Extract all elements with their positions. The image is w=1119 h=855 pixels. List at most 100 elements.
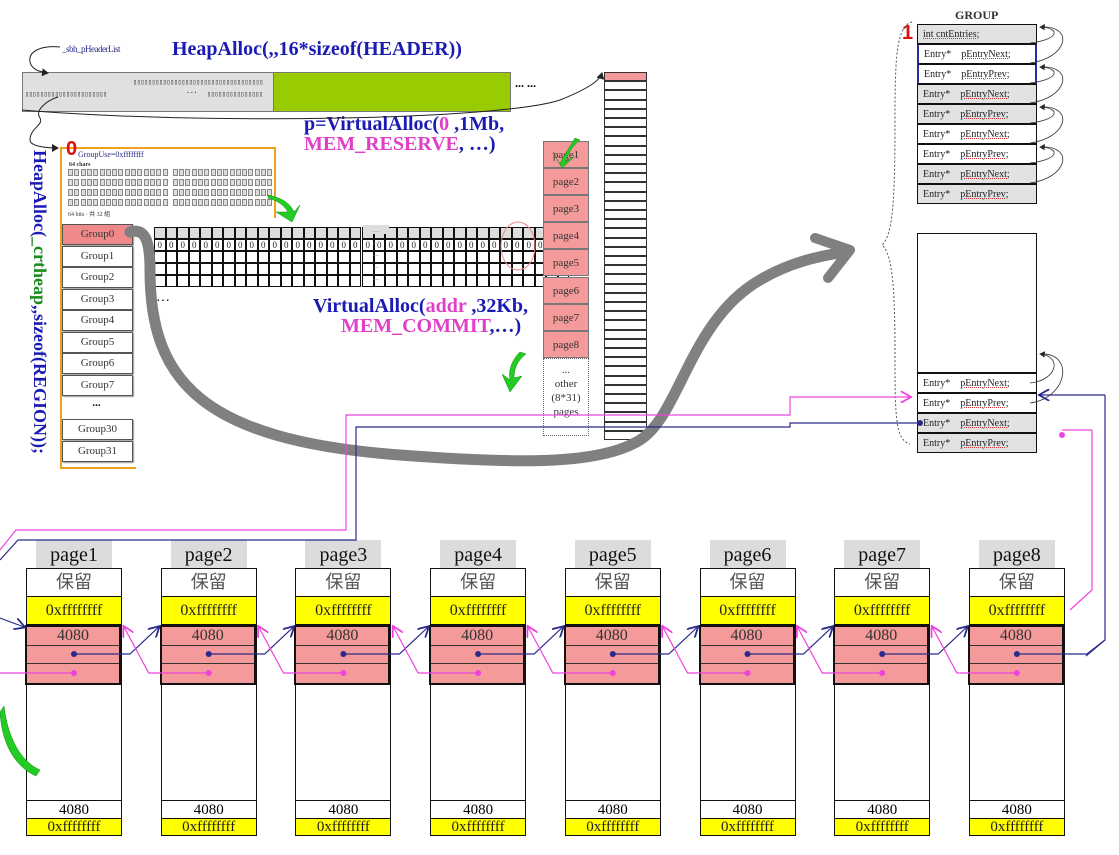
group-list-item[interactable]: Group2 <box>62 267 133 288</box>
region-bit-cell <box>99 199 105 206</box>
region-bit-cell <box>223 189 229 196</box>
bitmap-cell: 0 <box>338 239 350 251</box>
region-bit-cell <box>162 189 168 196</box>
bottom-page-label: page4 <box>440 540 517 568</box>
bitmap-cell <box>477 275 489 287</box>
region-bit-cell <box>261 169 266 176</box>
region-bit-cell <box>149 189 155 196</box>
bitmap-cell: 0 <box>477 239 489 251</box>
region-bit-cell <box>156 179 162 186</box>
region-bit-cell <box>248 169 254 176</box>
green-arrow-3 <box>501 351 527 393</box>
group-list-item[interactable]: Group5 <box>62 332 133 353</box>
region-bit-cell <box>156 189 162 196</box>
reserved-stack-cell <box>604 219 647 229</box>
region-bit-cell <box>118 179 124 186</box>
bitmap-cell <box>154 263 166 275</box>
region-bit-cell <box>185 189 191 196</box>
region-bit-cell <box>143 179 149 186</box>
bitmap-cell <box>338 227 350 239</box>
bitmap-cell <box>338 263 350 275</box>
page-column-cell: page2 <box>543 168 589 196</box>
region-bit-cell <box>137 169 143 176</box>
group-list-item[interactable]: Group3 <box>62 289 133 310</box>
bitmap-cell <box>500 275 512 287</box>
chars-label: 64 chars <box>69 162 91 168</box>
reserved-stack-cell <box>604 191 647 201</box>
page-foot-sentinel: 0xffffffff <box>968 818 1065 836</box>
reserved-stack-cell <box>604 283 647 293</box>
bitmap-cell: 0 <box>442 239 454 251</box>
bits-label: 64 bits · 共 32 組 <box>68 212 111 218</box>
region-bit-cell <box>80 179 86 186</box>
group-list-item[interactable]: Group31 <box>62 441 133 462</box>
page-foot-size: 4080 <box>430 800 527 818</box>
bitmap-cell <box>223 275 235 287</box>
reserved-stack-cell <box>604 164 647 174</box>
group-list-item[interactable]: Group1 <box>62 246 133 267</box>
page-entry-next <box>431 646 524 665</box>
region-bit-cell <box>172 199 178 206</box>
bitmap-cell <box>257 251 269 263</box>
group-struct-title: GROUP <box>955 8 999 22</box>
reserved-stack-cell <box>604 108 647 118</box>
group-list-item[interactable]: Group6 <box>62 353 133 374</box>
entry-name: pEntryNext; <box>960 418 1010 429</box>
region-bit-cell <box>68 169 73 176</box>
bitmap-cell <box>303 275 315 287</box>
region-bit-cell <box>235 169 241 176</box>
bitmap-ellipsis: ... <box>373 237 379 246</box>
region-bit-cell <box>210 169 216 176</box>
region-bit-cell <box>162 199 168 206</box>
bitmap-cell <box>246 251 258 263</box>
region-bit-cell <box>248 199 254 206</box>
region-bit-cell <box>131 179 136 186</box>
group-list-item[interactable]: Group30 <box>62 419 133 440</box>
region-bit-cell <box>149 169 155 176</box>
page-foot-sentinel: 0xffffffff <box>160 818 257 836</box>
region-bit-cell <box>198 189 203 196</box>
region-bit-cell <box>229 169 235 176</box>
bitmap-cell <box>200 227 212 239</box>
region-bit-cell <box>86 189 92 196</box>
region-bit-cell <box>185 199 191 206</box>
bitmap-cell <box>419 251 431 263</box>
page-entry-prev <box>701 664 793 683</box>
header-array-used: ▯▯▯▯▯▯▯▯▯▯▯▯▯▯▯▯▯▯▯▯▯▯▯▯▯▯▯▯▯▯▯▯▯▯▯ ▯▯▯▯… <box>22 72 274 112</box>
group-list-item[interactable]: Group4 <box>62 310 133 331</box>
group-entry-field: Entry*pEntryNext; <box>917 84 1037 104</box>
region-bit-cell <box>185 179 191 186</box>
bitmap-cell <box>488 227 500 239</box>
bottom-page-label: page6 <box>709 540 786 568</box>
bitmap-cell <box>246 227 258 239</box>
group-entry-field: Entry*pEntryPrev; <box>917 184 1037 204</box>
other-pages-line: ... <box>561 364 571 376</box>
bitmap-cell <box>442 227 454 239</box>
group-entry-field: Entry*pEntryNext; <box>917 44 1037 64</box>
header-bits-ellipsis: ... <box>186 88 198 96</box>
bitmap-ellipsis: ... <box>373 249 379 258</box>
region-bit-cell <box>229 179 235 186</box>
region-bit-cell <box>235 179 241 186</box>
group-list-item[interactable]: Group7 <box>62 375 133 396</box>
region-bit-cell <box>143 189 149 196</box>
bottom-page-label: page1 <box>36 540 112 568</box>
group-list-item[interactable]: Group0 <box>62 224 133 245</box>
bitmap-cell <box>408 251 420 263</box>
reserved-stack-cell <box>604 421 647 431</box>
page-free-entry: 4080 <box>563 625 660 685</box>
bitmap-cell <box>511 263 523 275</box>
cntentries-text: int cntEntries; <box>923 29 980 40</box>
bitmap-cell <box>234 251 246 263</box>
big-gray-arrowhead <box>810 233 855 283</box>
page-entry-next <box>161 646 254 665</box>
bitmap-cell <box>431 251 443 263</box>
reserved-stack-cell <box>604 182 647 192</box>
bitmap-cell <box>223 227 235 239</box>
bitmap-cell <box>315 275 327 287</box>
entry-type: Entry* <box>923 129 951 140</box>
